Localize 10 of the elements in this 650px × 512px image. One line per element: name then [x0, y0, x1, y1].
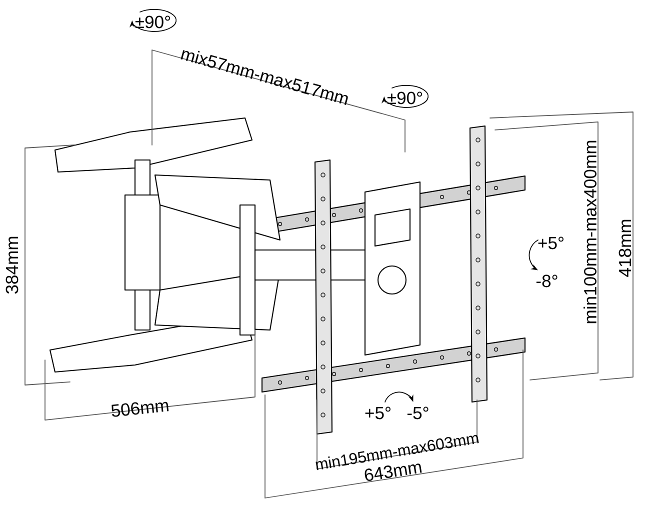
dimension-label: 418mm — [618, 220, 632, 277]
dimension-label: +5° — [365, 406, 390, 420]
dimension-label: -5° — [407, 406, 428, 420]
dimension-label: 506mm — [112, 402, 169, 417]
dimension-label: -8° — [536, 274, 558, 288]
dimension-label: 384mm — [6, 236, 18, 294]
dimension-label: ±90° — [387, 92, 422, 104]
dimension-label: min100mm-max400mm — [584, 140, 596, 324]
dimension-label: +5° — [538, 236, 564, 250]
dimension-label: ±90° — [135, 16, 170, 28]
